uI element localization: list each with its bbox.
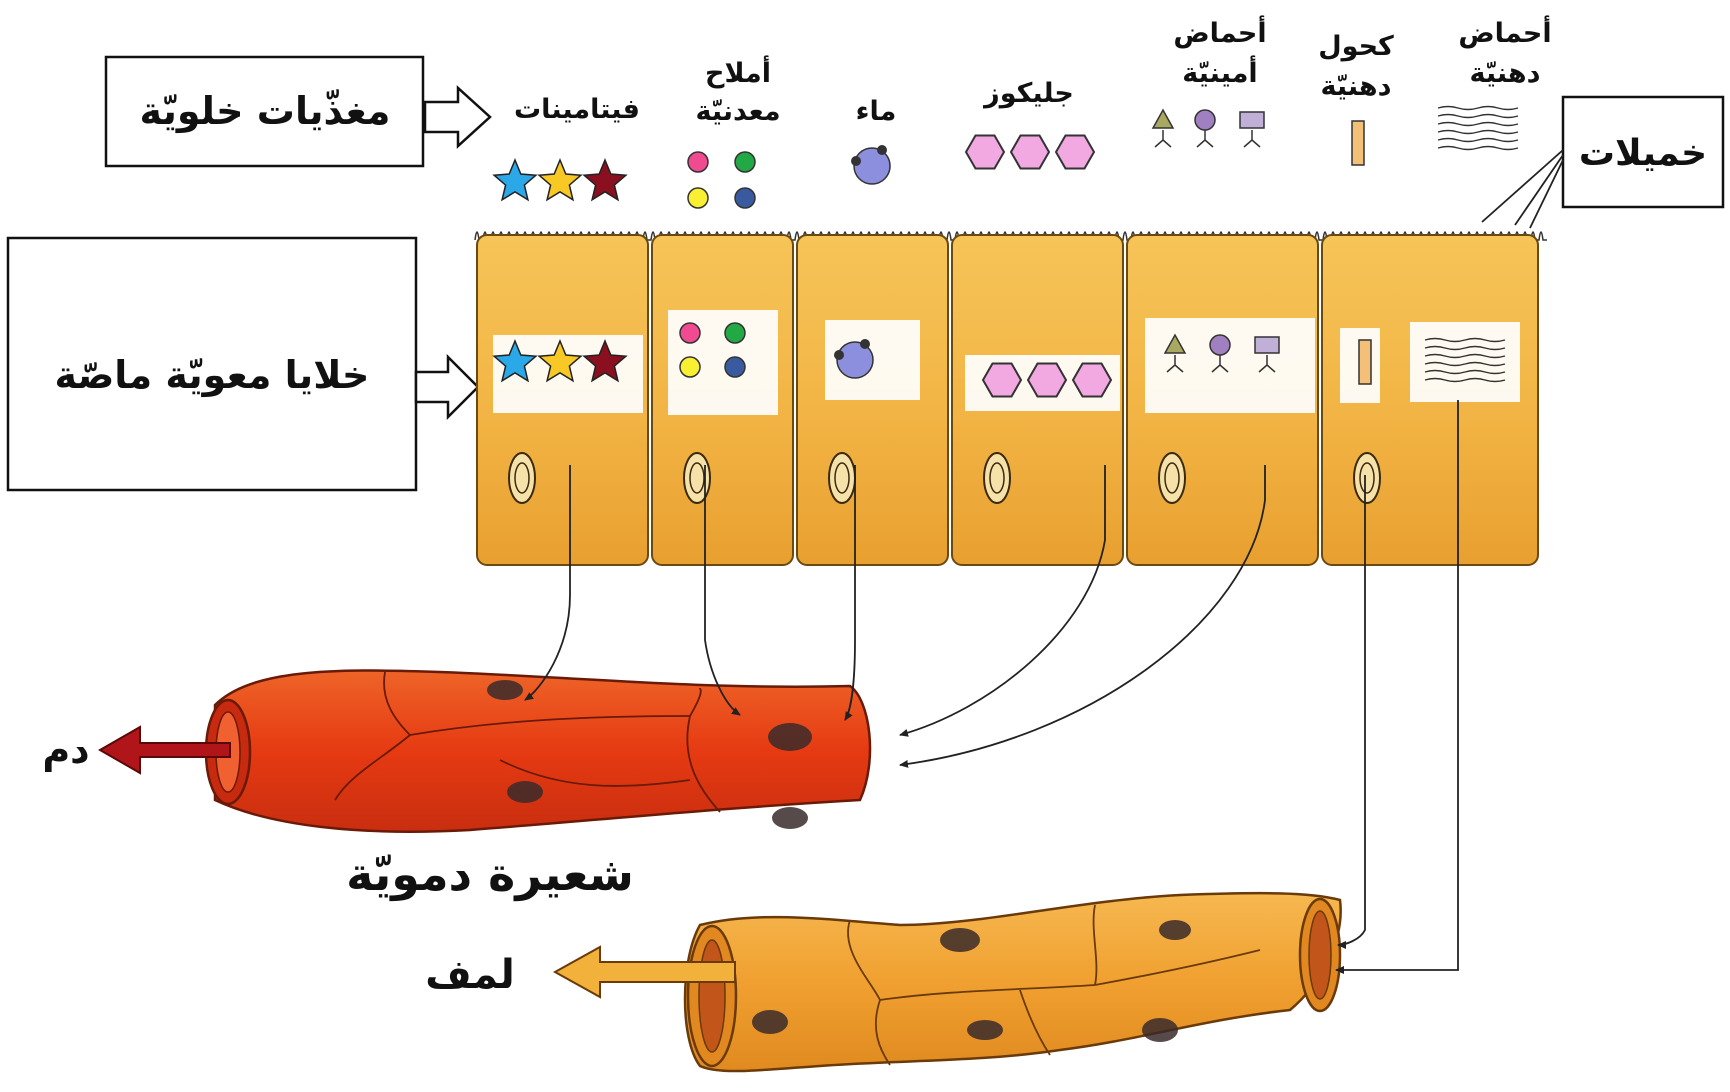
- amino-acid-icon: [1153, 110, 1173, 147]
- mineral-dot-icon: [680, 323, 700, 343]
- glycerol-label-line1: كحول: [1318, 31, 1394, 62]
- mineral-dot-icon: [680, 357, 700, 377]
- fatty-label-line2: دهنيّة: [1470, 58, 1541, 89]
- minerals-label-line2: معدنيّة: [695, 96, 780, 127]
- mineral-dot-icon: [688, 152, 708, 172]
- amino-label-line1: أحماض: [1173, 15, 1266, 49]
- water-label: ماء: [856, 96, 897, 127]
- cell-window: [1410, 322, 1520, 402]
- minerals-label-line1: أملاح: [705, 55, 771, 89]
- blood-capillary-label: شعيرة دمويّة: [346, 847, 634, 901]
- hexagon-icon: [983, 364, 1021, 397]
- mineral-dot-icon: [735, 188, 755, 208]
- blood-label: دم: [42, 728, 89, 773]
- vitamins-label: فيتامينات: [514, 94, 640, 125]
- amino-label-line2: أمينيّة: [1182, 55, 1257, 89]
- nucleus: [684, 453, 710, 503]
- glycerol-bar-icon: [1352, 121, 1364, 165]
- amino-acid-icon: [1195, 110, 1215, 147]
- amino-acid-icon: [1240, 112, 1264, 147]
- absorptive-cells-label: خلايا معويّة ماصّة: [55, 353, 370, 397]
- glycerol-bar-icon: [1359, 340, 1371, 384]
- nutrients-arrow-icon: [425, 88, 490, 146]
- lymph-vessel: [685, 893, 1341, 1071]
- nutrients-box-label: مغذّيات خلويّة: [140, 88, 391, 133]
- fatty-label-line1: أحماض: [1458, 15, 1551, 49]
- nucleus: [1159, 453, 1185, 503]
- nucleus: [1354, 453, 1380, 503]
- lymph-label: لمف: [425, 952, 514, 998]
- nutrient-labels: فيتامينات أملاح معدنيّة ماء جليكوز أحماض…: [514, 15, 1552, 127]
- hexagon-icon: [1028, 364, 1066, 397]
- fatty-acid-lines-icon: [1438, 107, 1518, 150]
- villi-box: خميلات: [1563, 97, 1723, 207]
- mineral-dot-icon: [735, 152, 755, 172]
- villi-pointer-lines: [1482, 150, 1563, 228]
- mineral-dot-icon: [725, 323, 745, 343]
- nucleus: [829, 453, 855, 503]
- villi-label: خميلات: [1579, 133, 1707, 174]
- glycerol-label-line2: دهنيّة: [1321, 71, 1392, 102]
- cell-window: [1145, 318, 1315, 413]
- absorptive-cells-box: خلايا معويّة ماصّة: [8, 238, 416, 490]
- star-icon: [539, 160, 581, 200]
- mineral-dot-icon: [688, 188, 708, 208]
- nucleus: [984, 453, 1010, 503]
- mineral-dot-icon: [725, 357, 745, 377]
- hexagon-icon: [1011, 136, 1049, 169]
- hexagon-icon: [1056, 136, 1094, 169]
- blood-capillary: [206, 671, 870, 832]
- nucleus: [509, 453, 535, 503]
- water-molecule-icon: [851, 145, 890, 184]
- hexagon-icon: [966, 136, 1004, 169]
- glucose-label: جليكوز: [982, 78, 1074, 109]
- cells-arrow-icon: [416, 357, 478, 417]
- nutrients-box: مغذّيات خلويّة: [106, 57, 423, 166]
- star-icon: [494, 160, 536, 200]
- star-icon: [584, 160, 626, 200]
- hexagon-icon: [1073, 364, 1111, 397]
